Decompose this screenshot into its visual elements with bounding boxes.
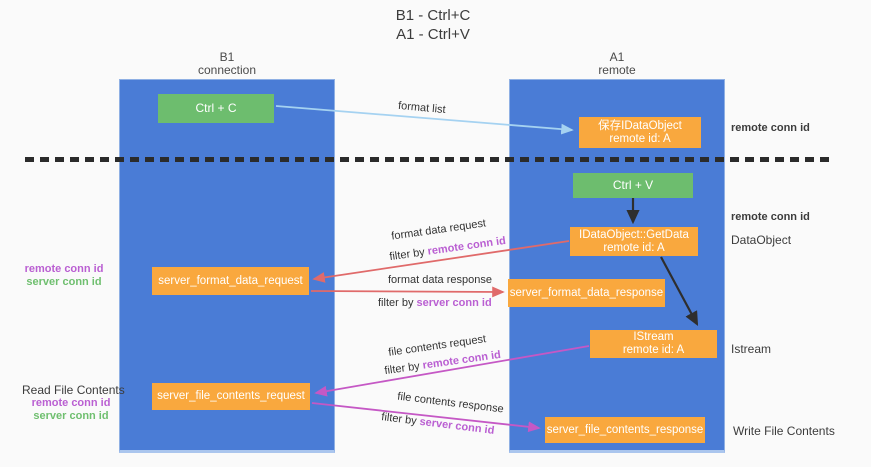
server-file-contents-request-label: server_file_contents_request xyxy=(157,390,305,402)
left-column-role: connection xyxy=(197,63,257,77)
left-remote-conn-id: remote conn id xyxy=(24,263,104,275)
write-file-contents-annotation: Write File Contents xyxy=(733,424,835,438)
title-line-2: A1 - Ctrl+V xyxy=(396,26,470,43)
filter-by-text: filter by xyxy=(383,360,421,378)
remote-conn-id-text: remote conn id xyxy=(426,234,507,258)
ctrl-v-label: Ctrl + V xyxy=(612,178,654,192)
save-idataobject-line2: remote id: A xyxy=(609,132,671,145)
server-format-data-request-label: server_format_data_request xyxy=(158,274,303,287)
istream-line2: remote id: A xyxy=(622,344,685,356)
page-title: B1 - Ctrl+C A1 - Ctrl+V xyxy=(0,6,866,44)
istream-box: IStream remote id: A xyxy=(590,330,717,358)
istream-annotation: Istream xyxy=(731,342,772,356)
server-file-contents-response-box: server_file_contents_response xyxy=(545,417,705,443)
dataobject-annotation: DataObject xyxy=(731,233,792,247)
idataobject-getdata-box: IDataObject::GetData remote id: A xyxy=(570,227,698,256)
format-data-response-arrow xyxy=(310,286,505,298)
server-file-contents-response-label: server_file_contents_response xyxy=(546,423,704,436)
getdata-line1: IDataObject::GetData xyxy=(579,228,689,241)
ctrl-c-box: Ctrl + C xyxy=(158,94,274,123)
title-line-1: B1 - Ctrl+C xyxy=(395,7,471,24)
remote-conn-id-annotation-mid: remote conn id xyxy=(731,211,810,223)
ctrl-c-label: Ctrl + C xyxy=(195,101,237,115)
format-list-label: format list xyxy=(397,99,447,117)
right-column-header: A1 remote xyxy=(509,51,725,77)
read-file-contents-annotation: Read File Contents remote conn id server… xyxy=(22,383,125,423)
server-format-data-request-box: server_format_data_request xyxy=(152,267,309,295)
istream-line1: IStream xyxy=(633,331,674,343)
save-idataobject-line1: 保存IDataObject xyxy=(598,119,682,132)
remote-conn-id-annotation-top: remote conn id xyxy=(731,122,810,134)
left-column-name: B1 xyxy=(219,50,235,64)
dashed-divider xyxy=(25,157,835,162)
server-format-data-response-box: server_format_data_response xyxy=(508,279,665,307)
left-server-conn-id: server conn id xyxy=(26,276,102,288)
left-conn-id-annotation: remote conn id server conn id xyxy=(18,263,110,289)
read-file-contents-label: Read File Contents xyxy=(22,383,125,397)
right-column-role: remote xyxy=(598,63,636,77)
server-conn-id-text: server conn id xyxy=(418,415,495,437)
left-column-header: B1 connection xyxy=(119,51,335,77)
filter-by-text: filter by xyxy=(380,411,418,428)
filter-by-text: filter by xyxy=(388,246,426,264)
filter-by-text: filter by xyxy=(378,297,414,309)
file-contents-response-label: file contents response xyxy=(396,390,505,416)
ctrl-v-box: Ctrl + V xyxy=(573,173,693,198)
getdata-line2: remote id: A xyxy=(603,241,665,254)
format-data-response-label: format data response xyxy=(388,274,492,286)
server-file-contents-request-box: server_file_contents_request xyxy=(152,383,310,410)
right-column-name: A1 xyxy=(609,50,625,64)
left-server-conn-id-bottom: server conn id xyxy=(33,410,109,422)
server-conn-id-text: server conn id xyxy=(416,297,492,309)
left-remote-conn-id-bottom: remote conn id xyxy=(31,397,111,409)
server-format-data-response-label: server_format_data_response xyxy=(509,286,664,299)
save-idataobject-box: 保存IDataObject remote id: A xyxy=(579,117,701,148)
